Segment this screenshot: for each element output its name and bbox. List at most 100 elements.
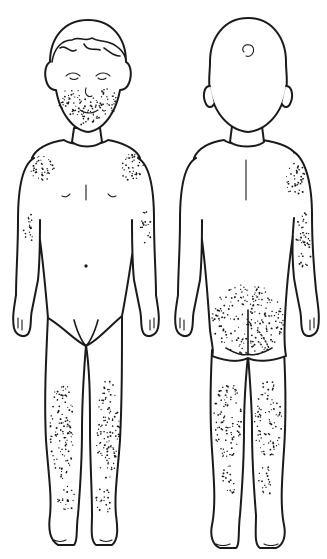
rash-dot [302,266,304,268]
rash-dot [223,472,225,474]
rash-dot [250,342,251,343]
rash-dot [264,314,265,315]
rash-dot [269,315,270,316]
rash-dot [112,432,114,434]
rash-dot [238,300,240,302]
rash-dot [25,233,27,235]
rash-dot [109,508,111,510]
rash-dot [30,234,31,235]
rash-dot [305,236,307,238]
rash-dot [81,114,82,115]
rash-dot [70,94,72,96]
rash-dot [248,324,249,325]
rash-dot [225,394,227,396]
rash-dot [69,421,70,422]
rash-dot [61,449,63,451]
rash-dot [73,102,75,104]
rash-dot [109,381,111,383]
rash-dot [113,451,114,452]
rash-dot [114,92,115,93]
rash-dot [62,395,64,397]
rash-dot [260,344,262,346]
rash-dot [279,406,281,408]
rash-dot [149,232,150,233]
rash-dot [252,296,254,298]
rash-dot [221,422,223,424]
rash-dot [71,441,72,442]
rash-dot [273,402,274,403]
rash-dot [288,191,289,192]
back-left-leg [211,350,249,548]
rash-dot [80,102,82,104]
rash-dot [112,419,114,421]
rash-dot [290,173,292,175]
rash-dot [277,317,279,319]
rash-dot [100,467,101,468]
rash-dot [101,409,102,410]
rash-dot [227,314,229,316]
rash-dot [50,422,51,423]
rash-dot [233,385,234,386]
rash-dot [77,97,78,98]
rash-dot [65,449,67,451]
rash-dot [269,422,271,424]
rash-dot [300,233,301,234]
rash-dot [225,426,227,428]
rash-dot [231,305,233,307]
rash-dot [265,412,266,413]
rash-dot [260,416,262,418]
rash-dot [127,179,129,181]
rash-dot [251,328,253,330]
rash-dot [282,324,283,325]
rash-dot [300,239,301,240]
rash-dot [68,102,69,103]
rash-dot [62,478,63,479]
rash-dot [281,328,282,329]
rash-dot [282,314,283,315]
rash-dot [41,172,42,173]
rash-dot [265,434,266,435]
rash-dot [52,455,53,456]
rash-dot [308,233,309,234]
rash-dot [96,445,97,446]
rash-dot [258,480,260,482]
rash-dot [31,239,33,241]
rash-dot [105,110,106,111]
rash-dot [229,482,230,483]
rash-dot [92,121,94,123]
rash-dot [238,327,239,328]
rash-dot [277,326,278,327]
rash-dot [306,264,308,266]
rash-dot [268,411,269,412]
rash-dot [103,431,105,433]
rash-dot [296,171,298,173]
rash-dot [276,403,277,404]
rash-dot [222,456,223,457]
rash-dot [144,212,146,214]
rash-dot [72,113,73,114]
rash-dot [279,333,281,335]
rash-dot [144,242,146,244]
rash-dot [259,473,260,474]
rash-dot [244,334,245,335]
rash-dot [239,351,241,353]
rash-dot [226,433,228,435]
rash-dot [258,331,259,332]
rash-dot [107,389,109,391]
rash-dot [142,165,143,166]
rash-dot [256,440,257,441]
rash-dot [60,418,62,420]
rash-dot [225,477,227,479]
rash-dot [219,395,221,397]
rash-dot [31,219,33,221]
rash-dot [231,417,232,418]
rash-dot [261,451,262,452]
rash-dot [103,491,105,493]
rash-dot [267,302,268,303]
rash-dot [258,286,260,288]
rash-dot [60,430,61,431]
rash-dot [259,431,261,433]
rash-dot [50,427,51,428]
rash-dot [58,393,60,395]
rash-dot [235,293,237,295]
